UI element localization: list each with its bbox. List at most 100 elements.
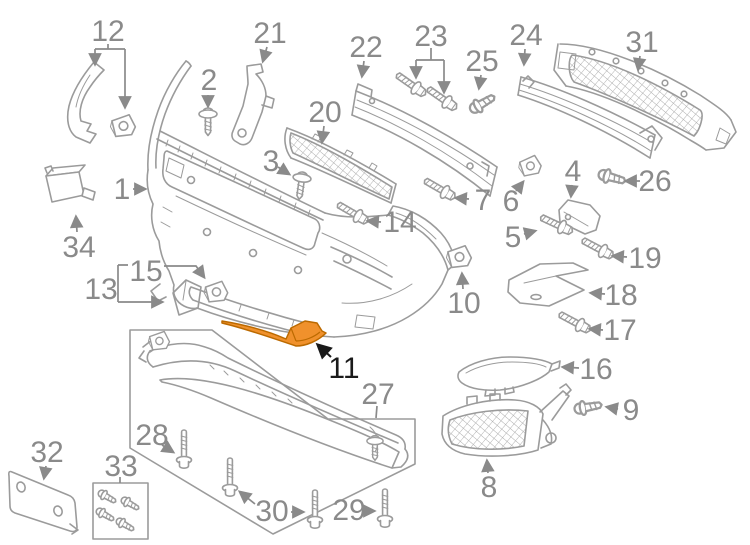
part-pushpin-3 <box>289 170 313 202</box>
callout-19-label[interactable]: 19 <box>628 242 661 275</box>
callout-32[interactable]: 32 <box>30 436 64 481</box>
callout-25[interactable]: 25 <box>465 45 499 91</box>
callout-22[interactable]: 22 <box>349 31 383 79</box>
callout-18-label[interactable]: 18 <box>604 279 637 312</box>
part-bolt-23a <box>391 67 431 102</box>
callout-22-label[interactable]: 22 <box>349 31 382 64</box>
callout-14[interactable]: 14 <box>365 206 417 239</box>
part-clip-in-box <box>146 330 172 352</box>
callout-26-label[interactable]: 26 <box>638 165 671 198</box>
callout-4[interactable]: 4 <box>565 155 582 199</box>
callout-1[interactable]: 1 <box>114 173 148 206</box>
callout-5[interactable]: 5 <box>505 221 538 254</box>
part-upper-bracket-21 <box>231 63 275 146</box>
callout-8-label[interactable]: 8 <box>481 471 498 504</box>
part-grille-31 <box>553 43 737 151</box>
callout-15[interactable]: 15 <box>129 255 206 288</box>
callout-28-label[interactable]: 28 <box>135 419 168 452</box>
callout-31-label[interactable]: 31 <box>625 26 658 59</box>
part-pushpin-2 <box>198 107 218 137</box>
callout-12-label[interactable]: 12 <box>91 15 124 48</box>
part-fog-grille-8 <box>441 383 572 457</box>
part-deflector-11-highlighted[interactable] <box>221 320 327 347</box>
callout-17[interactable]: 17 <box>587 314 637 347</box>
callout-7-label[interactable]: 7 <box>475 184 492 217</box>
part-group-box-27 <box>129 329 416 535</box>
callout-29[interactable]: 29 <box>332 494 377 527</box>
callout-3[interactable]: 3 <box>263 145 292 178</box>
callout-33-label[interactable]: 33 <box>104 450 137 483</box>
part-clip-10 <box>444 244 474 270</box>
callout-13-label[interactable]: 13 <box>84 273 117 306</box>
callout-34-label[interactable]: 34 <box>62 231 95 264</box>
callout-7[interactable]: 7 <box>453 184 492 217</box>
callout-6[interactable]: 6 <box>503 179 525 218</box>
callout-14-label[interactable]: 14 <box>383 206 416 239</box>
part-screw-25 <box>465 89 499 118</box>
callout-6-label[interactable]: 6 <box>503 185 520 218</box>
callout-11-label[interactable]: 11 <box>328 352 359 385</box>
part-impact-bar-22 <box>351 83 498 197</box>
part-front-valance-27 <box>138 339 409 469</box>
callout-30[interactable]: 30 <box>237 490 306 528</box>
part-air-deflector-18 <box>507 262 589 307</box>
part-upper-bar-24 <box>517 75 663 159</box>
callout-24-label[interactable]: 24 <box>509 19 542 52</box>
callout-32-label[interactable]: 32 <box>30 436 63 469</box>
callout-34[interactable]: 34 <box>62 214 96 264</box>
callouts-layer: 1 2 3 4 5 6 7 8 9 10 11 1 <box>30 15 671 528</box>
callout-12[interactable]: 12 <box>88 15 132 110</box>
part-stud-30b <box>306 489 324 530</box>
part-screw-9 <box>572 396 604 418</box>
part-clip-15 <box>201 279 230 305</box>
callout-27-label[interactable]: 27 <box>361 378 394 411</box>
callout-28[interactable]: 28 <box>135 419 176 454</box>
callout-13[interactable]: 13 <box>84 264 165 309</box>
callout-31[interactable]: 31 <box>625 26 659 72</box>
callout-27[interactable]: 27 <box>361 378 395 419</box>
part-clip-nut-12 <box>108 113 138 139</box>
callout-2[interactable]: 2 <box>201 64 218 109</box>
callout-10-label[interactable]: 10 <box>447 287 480 320</box>
part-stud-29 <box>376 488 394 529</box>
callout-4-label[interactable]: 4 <box>565 155 582 188</box>
callout-9[interactable]: 9 <box>604 394 640 427</box>
callout-21[interactable]: 21 <box>253 17 287 64</box>
callout-16-label[interactable]: 16 <box>579 353 612 386</box>
part-bolt-17 <box>555 306 595 338</box>
callout-3-label[interactable]: 3 <box>263 145 280 178</box>
callout-26[interactable]: 26 <box>623 165 672 198</box>
callout-20-label[interactable]: 20 <box>308 96 341 129</box>
part-hardware-kit-33 <box>92 482 149 540</box>
callout-20[interactable]: 20 <box>308 96 342 145</box>
part-side-bracket <box>66 61 105 144</box>
part-bolt-7 <box>420 173 460 205</box>
part-clip-6 <box>516 153 544 179</box>
callout-30-label[interactable]: 30 <box>255 495 288 528</box>
callout-25-label[interactable]: 25 <box>465 45 498 78</box>
callout-2-label[interactable]: 2 <box>201 64 218 97</box>
callout-10[interactable]: 10 <box>447 271 481 320</box>
callout-24[interactable]: 24 <box>509 19 543 67</box>
callout-5-label[interactable]: 5 <box>505 221 522 254</box>
callout-23[interactable]: 23 <box>409 20 451 95</box>
callout-16[interactable]: 16 <box>560 353 613 386</box>
callout-19[interactable]: 19 <box>610 242 662 275</box>
part-screw-26 <box>595 165 629 190</box>
callout-15-label[interactable]: 15 <box>129 255 162 288</box>
callout-8[interactable]: 8 <box>481 458 498 504</box>
part-bolt-23b <box>422 81 462 116</box>
callout-17-label[interactable]: 17 <box>603 314 636 347</box>
callout-18[interactable]: 18 <box>588 279 638 312</box>
callout-21-label[interactable]: 21 <box>253 17 286 50</box>
callout-29-label[interactable]: 29 <box>332 494 365 527</box>
callout-9-label[interactable]: 9 <box>623 394 640 427</box>
callout-11-highlighted[interactable]: 11 <box>315 342 360 385</box>
callout-1-label[interactable]: 1 <box>114 173 131 206</box>
part-stud-28 <box>175 429 193 470</box>
callout-23-label[interactable]: 23 <box>414 20 447 53</box>
callout-33[interactable]: 33 <box>104 450 138 483</box>
part-fog-bezel-16 <box>457 356 561 397</box>
